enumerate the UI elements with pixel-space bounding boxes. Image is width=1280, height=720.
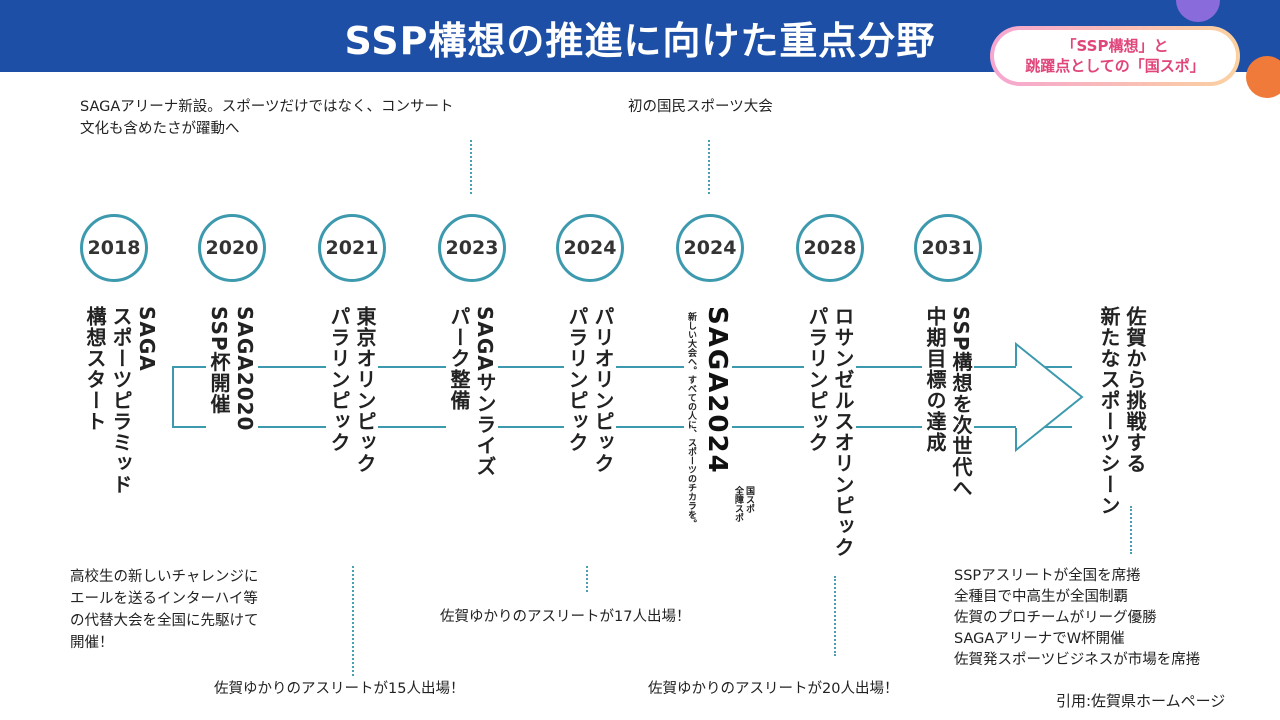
timeline-line-upper — [172, 366, 1072, 368]
decorative-circle-purple — [1176, 0, 1220, 22]
timeline-bracket — [172, 366, 174, 428]
goals-note: SSPアスリートが全国を席捲 全種目で中高生が全国制覇 佐賀のプロチームがリーグ… — [954, 568, 1201, 668]
label-2023: SAGAサンライズ パーク整備 — [446, 306, 498, 566]
year-circle-2024-saga: 2024 — [676, 214, 744, 282]
connector-2028 — [834, 576, 836, 656]
decorative-circle-orange — [1246, 56, 1280, 98]
saga2024-tagline: 新しい大会へ。すべての人に、スポーツのチカラを。 — [684, 312, 698, 532]
label-2021: 東京オリンピック パラリンピック — [326, 306, 378, 566]
arena-note: SAGAアリーナ新設。スポーツだけではなく、コンサート 文化も含めたさが躍動へ — [80, 99, 454, 137]
topic-badge: 「SSP構想」と 跳躍点としての「国スポ」 — [990, 26, 1240, 86]
saga2024-subtitle: 国スポ 全障スポ — [733, 486, 754, 522]
year-circle-2024-paris: 2024 — [556, 214, 624, 282]
label-2031: SSP構想を次世代へ 中期目標の達成 — [922, 306, 974, 566]
connector-2021 — [352, 526, 354, 676]
label-2018: SAGA スポーツピラミッド 構想スタート — [82, 306, 160, 566]
connector-future — [1130, 506, 1132, 554]
highschool-note: 高校生の新しいチャレンジに エールを送るインターハイ等 の代替大会を全国に先駆け… — [70, 569, 259, 651]
badge-line-1: 「SSP構想」と — [1061, 37, 1169, 55]
athletes-2024-note: 佐賀ゆかりのアスリートが17人出場！ — [440, 609, 691, 625]
kokumin-note: 初の国民スポーツ大会 — [628, 99, 773, 115]
source-citation: 引用:佐賀県ホームページ — [1056, 692, 1226, 710]
future-arrow-icon — [1015, 341, 1084, 453]
athletes-2028-note: 佐賀ゆかりのアスリートが20人出場！ — [648, 681, 899, 697]
year-circle-2028: 2028 — [796, 214, 864, 282]
label-future: 佐賀から挑戦する 新たなスポーツシーン — [1097, 306, 1147, 516]
year-circle-2018: 2018 — [80, 214, 148, 282]
year-circle-2031: 2031 — [914, 214, 982, 282]
year-circle-2023: 2023 — [438, 214, 506, 282]
connector-2024-top — [708, 140, 710, 194]
label-2020: SAGA2020 SSP杯開催 — [206, 306, 258, 566]
athletes-2021-note: 佐賀ゆかりのアスリートが15人出場！ — [214, 681, 465, 697]
badge-line-2: 跳躍点としての「国スポ」 — [1025, 57, 1205, 75]
connector-2023 — [470, 140, 472, 194]
label-2028: ロサンゼルスオリンピック パラリンピック — [804, 306, 856, 576]
page-title: SSP構想の推進に向けた重点分野 — [344, 19, 936, 63]
saga2024-logo-text: SAGA2024 — [698, 306, 732, 534]
year-circle-2021: 2021 — [318, 214, 386, 282]
year-circle-2020: 2020 — [198, 214, 266, 282]
timeline-line-lower — [172, 426, 1072, 428]
label-2024-paris: パリオリンピック パラリンピック — [564, 306, 616, 566]
